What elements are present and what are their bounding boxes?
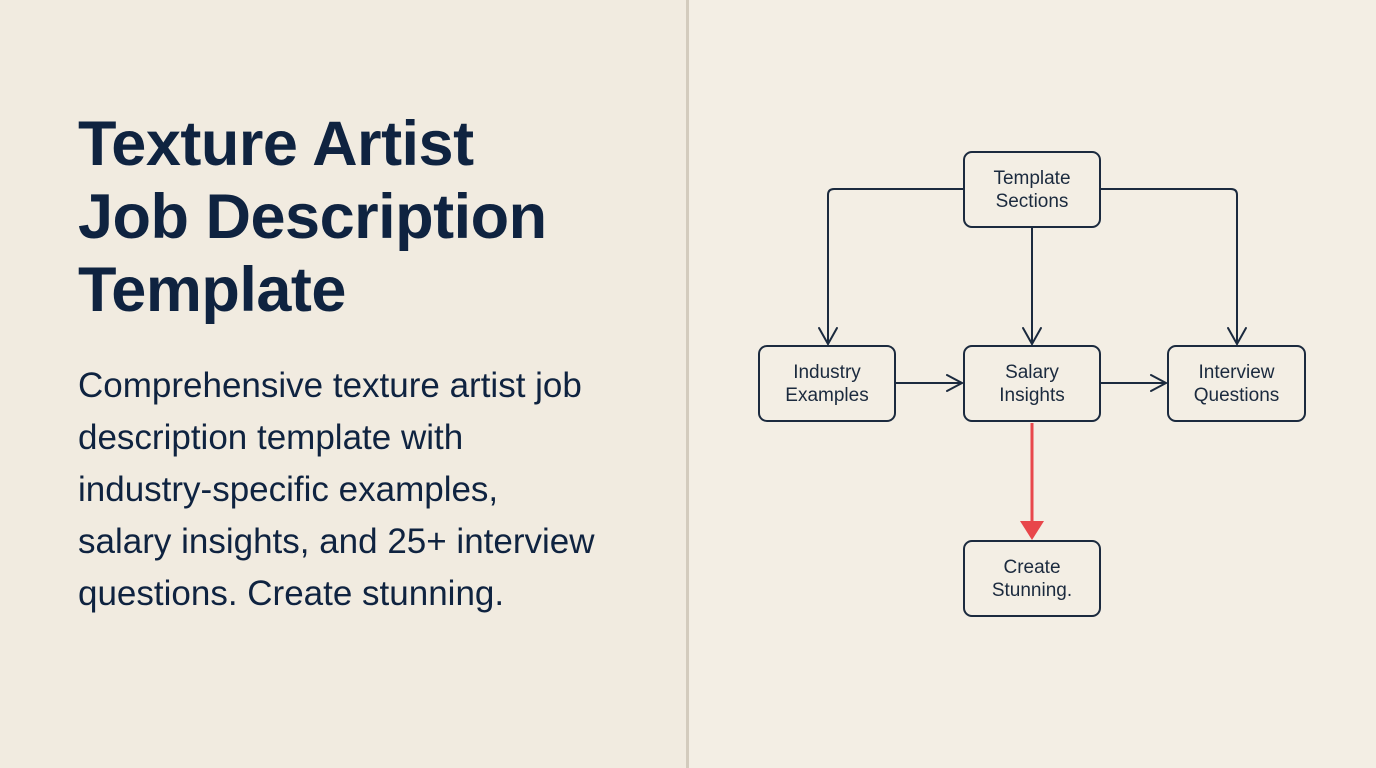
title-line-1: Texture Artist bbox=[78, 109, 474, 179]
node-label-line: Industry bbox=[793, 361, 861, 383]
description-line-1: Comprehensive texture artist job bbox=[78, 366, 582, 405]
page-description: Comprehensive texture artist job descrip… bbox=[78, 360, 658, 620]
description-line-5: questions. Create stunning. bbox=[78, 574, 505, 613]
left-panel: Texture Artist Job Description Template … bbox=[0, 0, 686, 768]
node-label-line: Create bbox=[1003, 556, 1061, 578]
node-label-line: Salary bbox=[1005, 361, 1059, 383]
node-label-line: Questions bbox=[1193, 384, 1280, 406]
node-template-sections: Template Sections bbox=[963, 151, 1101, 228]
node-label-line: Interview bbox=[1198, 361, 1275, 383]
node-label-line: Insights bbox=[999, 384, 1065, 406]
description-line-4: salary insights, and 25+ interview bbox=[78, 522, 595, 561]
node-label-line: Sections bbox=[995, 190, 1069, 212]
node-label-line: Template bbox=[993, 167, 1071, 189]
node-industry-examples: Industry Examples bbox=[758, 345, 896, 422]
node-interview-questions: Interview Questions bbox=[1167, 345, 1306, 422]
description-line-3: industry-specific examples, bbox=[78, 470, 499, 509]
page-title: Texture Artist Job Description Template bbox=[78, 108, 638, 327]
description-line-2: description template with bbox=[78, 418, 464, 457]
title-line-2: Job Description bbox=[78, 182, 547, 252]
node-salary-insights: Salary Insights bbox=[963, 345, 1101, 422]
node-create-stunning: Create Stunning. bbox=[963, 540, 1101, 617]
panel-divider bbox=[686, 0, 689, 768]
title-line-3: Template bbox=[78, 255, 346, 325]
node-label-line: Stunning. bbox=[991, 579, 1073, 601]
node-label-line: Examples bbox=[785, 384, 869, 406]
